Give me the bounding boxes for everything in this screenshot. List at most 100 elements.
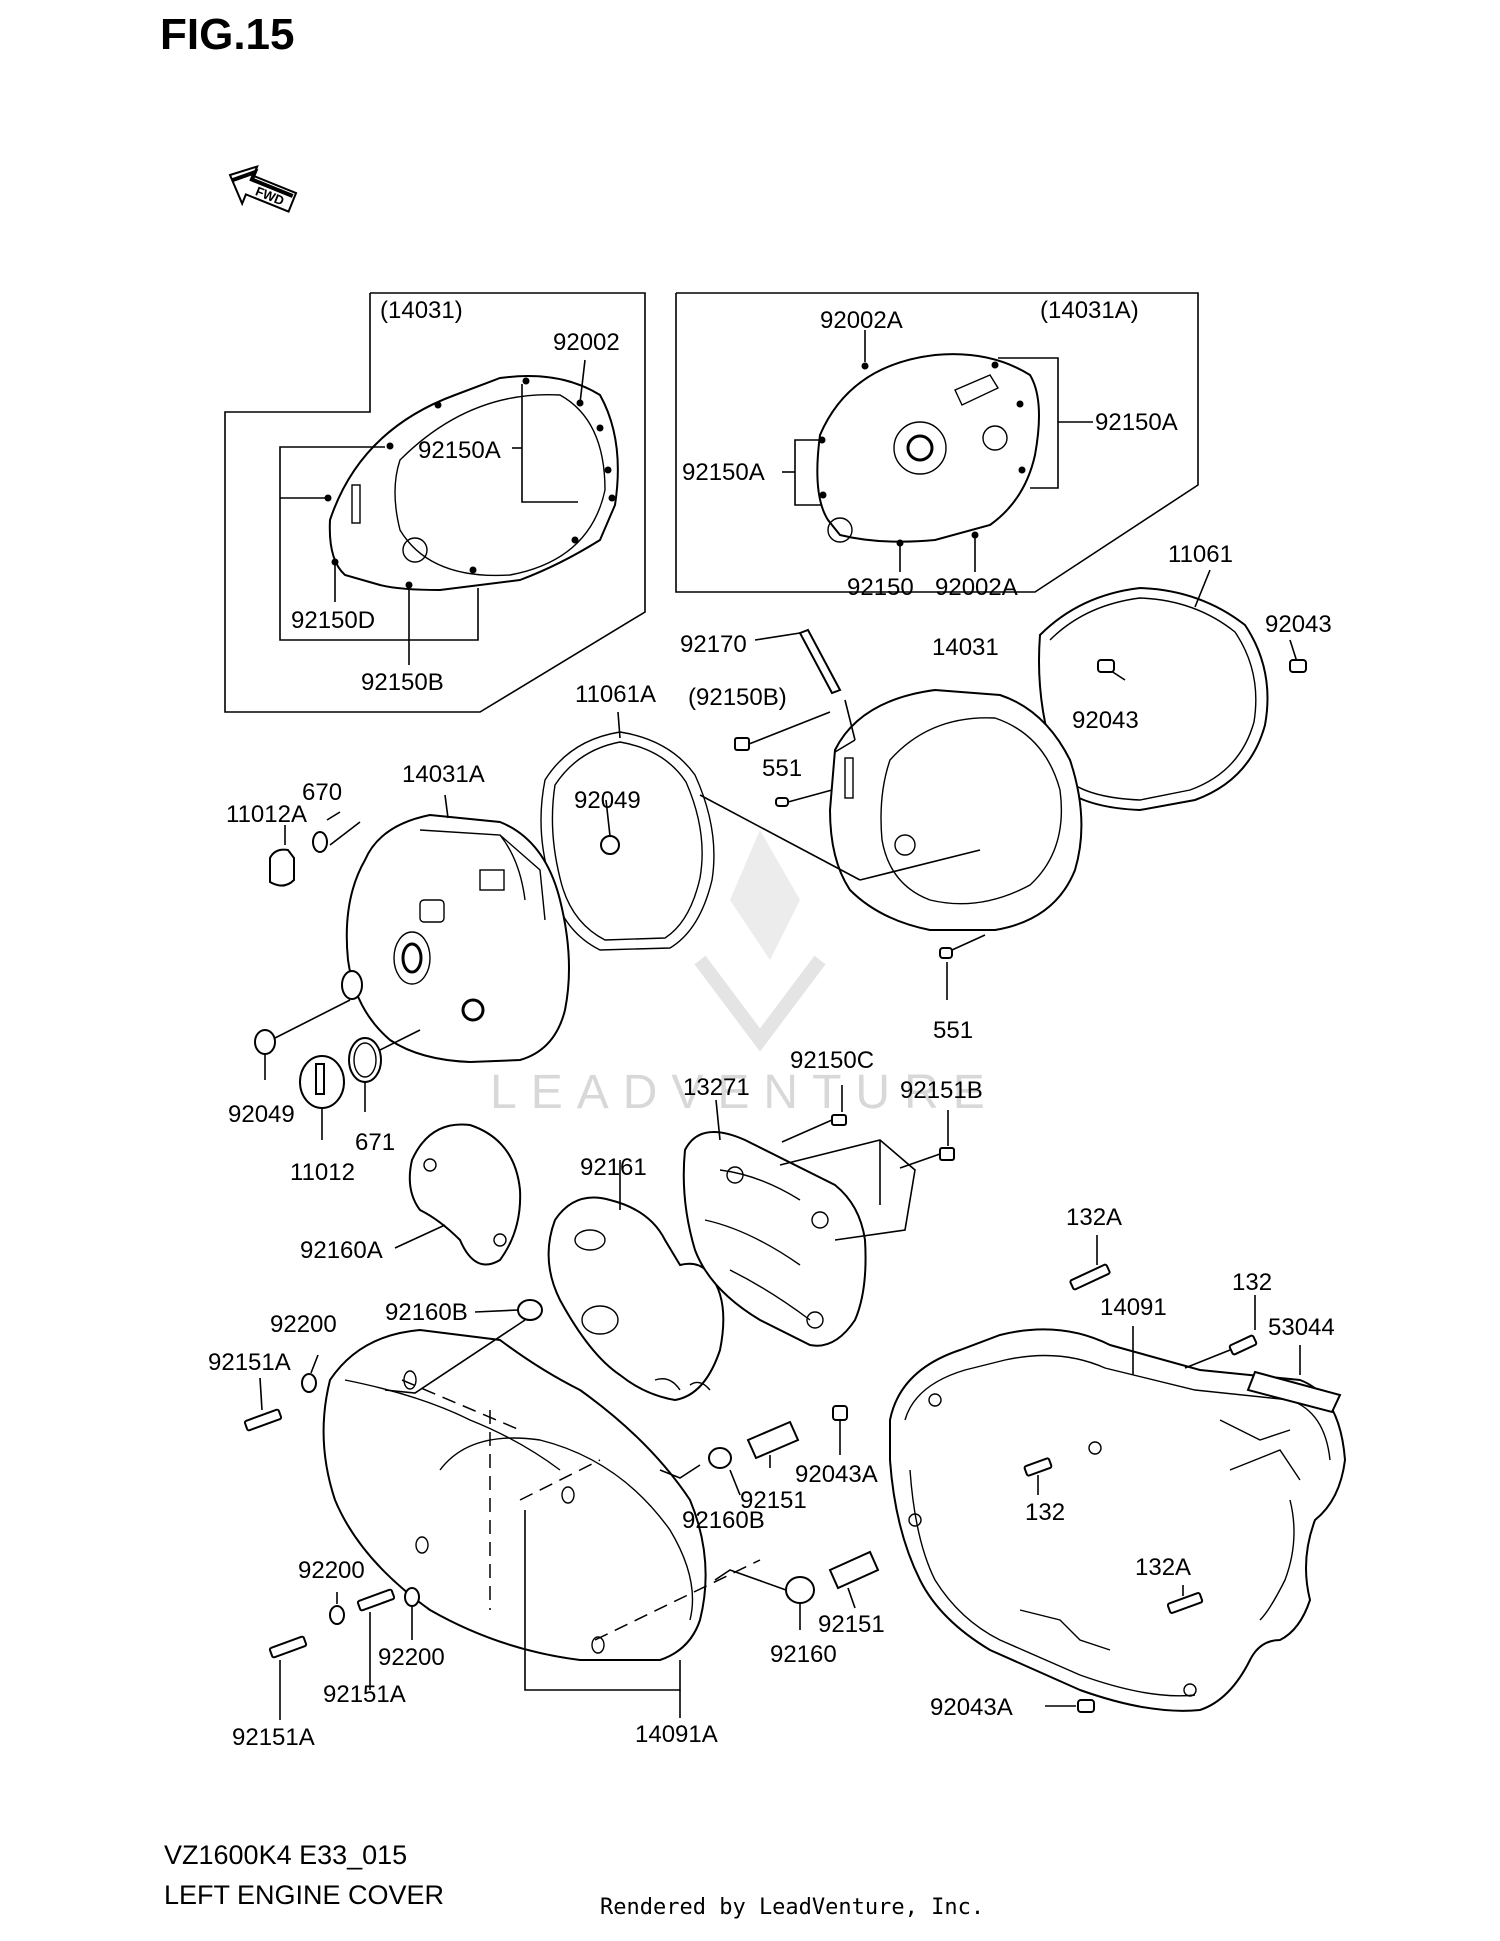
callout-inset-left-1[interactable]: 92150A: [418, 437, 501, 464]
callout-inset-right-3[interactable]: 92150: [847, 574, 914, 601]
callout-14091A[interactable]: 14091A: [635, 1721, 718, 1748]
figure-title: FIG.15: [160, 10, 295, 59]
callout-92043A-upper[interactable]: 92043A: [795, 1461, 878, 1488]
callout-inset-left-2[interactable]: 92150D: [291, 607, 375, 634]
plug-11012A: [269, 848, 295, 887]
callout-92151-mid[interactable]: 92151: [740, 1487, 807, 1514]
collar-92160-lower: [785, 1576, 815, 1604]
bolt-132A-lower: [1166, 1592, 1204, 1614]
callout-14091[interactable]: 14091: [1100, 1294, 1167, 1321]
rod-92170: [798, 628, 842, 695]
callout-13271[interactable]: 13271: [683, 1074, 750, 1101]
callout-92160-lower[interactable]: 92160: [770, 1641, 837, 1668]
callout-92151A-lower-a[interactable]: 92151A: [323, 1681, 406, 1708]
watermark-text: LEADVENTURE: [490, 1066, 999, 1119]
dowel-92043-a: [1289, 659, 1307, 673]
callout-inset-right-2[interactable]: 92150A: [682, 459, 765, 486]
callout-132A-upper[interactable]: 132A: [1066, 1204, 1122, 1231]
callout-92151-lower[interactable]: 92151: [818, 1611, 885, 1638]
collar-92160B-mid: [708, 1447, 732, 1469]
callout-92200-lower-a[interactable]: 92200: [298, 1557, 365, 1584]
washer-92200-lower-a: [329, 1605, 345, 1625]
gasket-11061: [1038, 586, 1269, 812]
callout-551-lower[interactable]: 551: [933, 1017, 973, 1044]
insulator-92160A: [408, 1123, 522, 1266]
callouts: 11061 92043 14031 92170 (92150B) 92043 5…: [208, 541, 1335, 1751]
bolt-92151A-upper: [243, 1408, 283, 1432]
callout-132-right[interactable]: 132: [1232, 1269, 1272, 1296]
inset-right: (14031A) 92002A 92150A 92150A 92150 9200…: [675, 292, 1199, 601]
pin-53044: [1246, 1370, 1342, 1414]
bolt-132-mid: [1023, 1457, 1053, 1477]
bolt-132-right: [1228, 1334, 1258, 1356]
callout-92160A[interactable]: 92160A: [300, 1237, 383, 1264]
footer-model: VZ1600K4 E33_015: [164, 1840, 408, 1870]
callout-inset-left-3[interactable]: 92150B: [361, 669, 444, 696]
callout-inset-right-4[interactable]: 92002A: [935, 574, 1018, 601]
callout-53044[interactable]: 53044: [1268, 1314, 1335, 1341]
callout-92161[interactable]: 92161: [580, 1154, 647, 1181]
callout-92151B[interactable]: 92151B: [900, 1077, 983, 1104]
callout-92049-upper[interactable]: 92049: [574, 787, 641, 814]
spacer-92151-mid: [746, 1420, 800, 1460]
callout-132-mid[interactable]: 132: [1025, 1499, 1065, 1526]
callout-inset-right-1[interactable]: 92150A: [1095, 409, 1178, 436]
callout-92150C[interactable]: 92150C: [790, 1047, 874, 1074]
callout-92160B-mid[interactable]: 92160B: [682, 1507, 765, 1534]
inset-right-header: (14031A): [1040, 297, 1139, 324]
dowel-92043A-upper: [832, 1405, 848, 1421]
inset-left-header: (14031): [380, 297, 463, 324]
callout-92160B-upper[interactable]: 92160B: [385, 1299, 468, 1326]
callout-inset-right-0[interactable]: 92002A: [820, 307, 903, 334]
dowel-92043-b: [1097, 659, 1115, 673]
seal-92049-lower: [254, 1029, 276, 1055]
spacer-92151-lower: [828, 1550, 880, 1590]
footer-caption: LEFT ENGINE COVER: [164, 1880, 445, 1910]
collar-92160B-upper: [517, 1299, 543, 1321]
callout-11061A[interactable]: 11061A: [575, 681, 656, 708]
callout-92150B-paren[interactable]: (92150B): [688, 684, 787, 711]
watermark: LEADVENTURE: [490, 830, 999, 1119]
fwd-arrow-icon: FWD: [228, 164, 298, 213]
callout-551-upper[interactable]: 551: [762, 755, 802, 782]
callout-132A-lower[interactable]: 132A: [1135, 1554, 1191, 1581]
bolt-92150B: [734, 737, 750, 751]
callout-92200-upper[interactable]: 92200: [270, 1311, 337, 1338]
callout-14031[interactable]: 14031: [932, 634, 999, 661]
callout-11012A[interactable]: 11012A: [226, 801, 307, 828]
callout-11012[interactable]: 11012: [290, 1159, 355, 1186]
bolt-92151A-lower-b: [268, 1635, 308, 1659]
plate-13271: [682, 1131, 867, 1347]
callout-92151A-lower-b[interactable]: 92151A: [232, 1724, 315, 1751]
bolt-92151A-lower-a: [356, 1588, 396, 1612]
callout-92151A-upper[interactable]: 92151A: [208, 1349, 291, 1376]
callout-92043-inner[interactable]: 92043: [1072, 707, 1139, 734]
callout-14031A[interactable]: 14031A: [402, 761, 485, 788]
gasket-11061A: [540, 731, 715, 951]
callout-92043[interactable]: 92043: [1265, 611, 1332, 638]
callout-11061[interactable]: 11061: [1168, 541, 1233, 568]
insulator-92161: [547, 1196, 725, 1402]
oring-670: [312, 831, 328, 853]
cover-14031A: [345, 813, 570, 1064]
callout-92049-lower[interactable]: 92049: [228, 1101, 295, 1128]
dowel-551-upper: [775, 797, 789, 807]
callout-671[interactable]: 671: [355, 1129, 395, 1156]
dowel-551-lower: [939, 947, 953, 959]
washer-92200-lower-b: [404, 1587, 420, 1607]
cover-14031: [828, 688, 1083, 931]
callout-92170[interactable]: 92170: [680, 631, 747, 658]
callout-670[interactable]: 670: [302, 779, 342, 806]
callout-inset-left-0[interactable]: 92002: [553, 329, 620, 356]
callout-92200-lower-b[interactable]: 92200: [378, 1644, 445, 1671]
cover-14091: [889, 1328, 1347, 1712]
inset-left: (14031) 92002 92150A 92150D 92150B: [224, 292, 646, 713]
washer-92200-upper: [301, 1373, 317, 1393]
callout-92043A-lower[interactable]: 92043A: [930, 1694, 1013, 1721]
screw-92151B: [939, 1147, 955, 1161]
dowel-92043A-lower: [1077, 1699, 1095, 1713]
bolt-132A-upper: [1069, 1263, 1111, 1291]
rendered-by-credit: Rendered by LeadVenture, Inc.: [600, 1895, 985, 1920]
screw-92150C: [831, 1114, 847, 1126]
